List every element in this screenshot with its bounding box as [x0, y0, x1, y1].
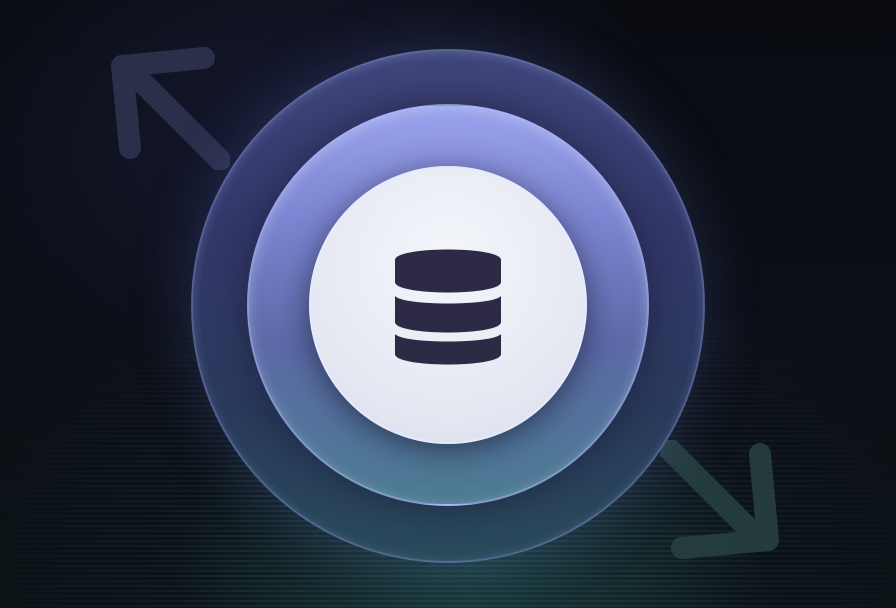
arrow-up-left-icon: [111, 47, 230, 170]
arrow-down-right-icon: [660, 440, 779, 559]
database-icon: [395, 249, 501, 365]
